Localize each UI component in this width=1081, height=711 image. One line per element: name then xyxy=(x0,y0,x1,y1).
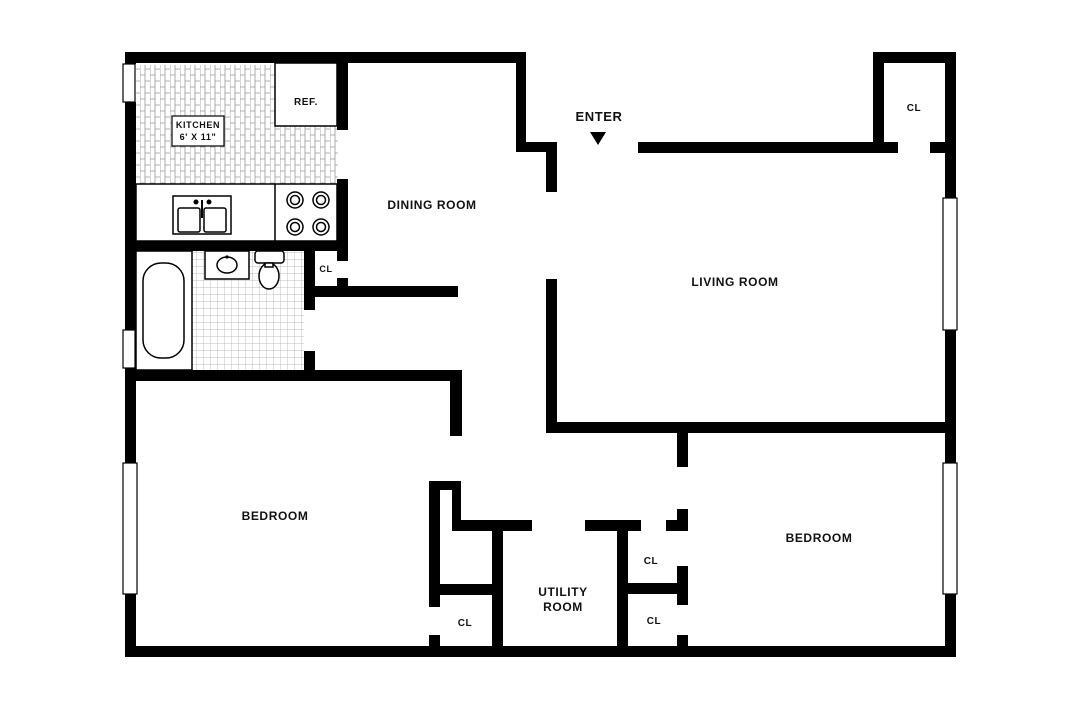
closet-right-bottom-label: CL xyxy=(647,616,662,627)
closet-bath-label: CL xyxy=(319,264,332,274)
closet-right-top-label: CL xyxy=(644,556,659,567)
entry-arrow-icon xyxy=(590,132,606,145)
kitchen-counter xyxy=(135,183,338,242)
stove-burners-icon xyxy=(286,191,330,236)
walls xyxy=(125,52,956,657)
bedroom-left-label: BEDROOM xyxy=(242,509,309,523)
bathtub-icon xyxy=(135,250,193,371)
bedroom-right-label: BEDROOM xyxy=(786,531,853,545)
utility-room-label-line2: ROOM xyxy=(543,600,583,614)
living-room-label: LIVING ROOM xyxy=(691,275,778,289)
entry-label: ENTER xyxy=(575,109,622,124)
closet-utility-left-label: CL xyxy=(458,618,473,629)
kitchen-floor-tile xyxy=(136,65,338,184)
kitchen-label-box xyxy=(171,115,225,147)
double-sink-icon xyxy=(172,195,232,235)
lavatory-icon xyxy=(204,250,250,280)
closet-living-label: CL xyxy=(907,103,922,114)
dining-room-label: DINING ROOM xyxy=(387,198,476,212)
utility-room-label-line1: UTILITY xyxy=(538,585,588,599)
refrigerator-outline xyxy=(274,62,338,127)
windows xyxy=(122,63,958,595)
toilet-icon xyxy=(254,250,285,290)
kitchen-size-label: 6' X 11" xyxy=(180,132,217,142)
kitchen-label: KITCHEN xyxy=(176,120,220,130)
refrigerator-label: REF. xyxy=(294,97,318,108)
